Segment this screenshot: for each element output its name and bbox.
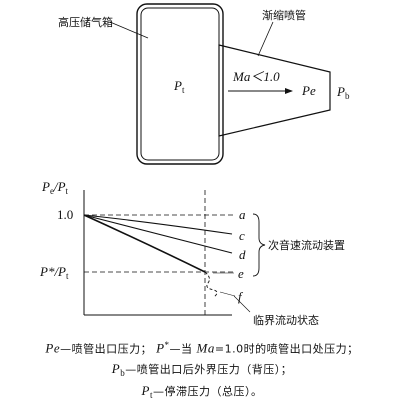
- caption-pb-definition: —喷管出口后外界压力（背压）；: [125, 363, 293, 376]
- caption-pb-subscript: b: [120, 368, 126, 379]
- back-pressure-label: Pb: [336, 84, 350, 101]
- exit-pressure-label: Pe: [301, 83, 316, 98]
- tank-outer-wall: [136, 3, 224, 165]
- pressure-ratio-graph: Pe/Pt 1.0 P*/Pt a c d e f 次音速流动装置 临界流动状态: [39, 179, 345, 327]
- converging-nozzle: [218, 44, 331, 137]
- curve-label-c: c: [239, 228, 245, 243]
- caption-pstar-superscript: *: [164, 340, 170, 350]
- curve-label-e: e: [238, 266, 244, 281]
- caption-line-2: Pb—喷管出口后外界压力（背压）；: [0, 361, 404, 378]
- curve-d: [83, 214, 233, 254]
- y-axis-label: Pe/Pt: [41, 179, 69, 196]
- curve-label-a: a: [239, 207, 246, 222]
- caption-pt-definition: —停滞压力（总压）。: [152, 385, 263, 398]
- subsonic-brace: [252, 213, 266, 277]
- tank-leader-line: [109, 21, 149, 39]
- stagnation-pressure-label: Pt: [173, 78, 185, 95]
- caption-pe-definition: —喷管出口压力；: [60, 342, 153, 356]
- f-leader-line: [219, 291, 236, 297]
- curve-f: [204, 271, 218, 298]
- curve-c: [83, 214, 233, 235]
- caption-pstar-symbol: P: [156, 340, 165, 356]
- critical-flow-label: 临界流动状态: [253, 313, 319, 327]
- apparatus: 高压储气箱 渐缩喷管 Pt Ma＜1.0 Pe Pb: [58, 3, 350, 165]
- caption-line-3: Pt—停滞压力（总压）。: [0, 383, 404, 400]
- nozzle-leader-line: [257, 21, 274, 57]
- caption-ma-rest: =1.0时的喷管出口处压力；: [214, 342, 359, 356]
- subsonic-label: 次音速流动装置: [268, 238, 345, 252]
- tick-label-critical: P*/Pt: [39, 264, 69, 281]
- caption-line-1: Pe—喷管出口压力； P*—当 Ma=1.0时的喷管出口处压力；: [0, 340, 404, 357]
- curve-e: [83, 214, 206, 273]
- tank-label: 高压储气箱: [58, 15, 113, 29]
- curve-label-d: d: [239, 247, 246, 262]
- critical-leader-line: [233, 295, 251, 313]
- tick-label-one: 1.0: [57, 207, 73, 222]
- caption-pe-symbol: Pe: [45, 340, 61, 356]
- nozzle-label: 渐缩喷管: [262, 8, 306, 22]
- mach-label: Ma＜1.0: [232, 69, 280, 84]
- caption-pt-symbol: P: [141, 383, 150, 398]
- caption-pstar-definition: —当: [169, 342, 193, 356]
- curve-label-f: f: [238, 289, 244, 304]
- caption-pb-symbol: P: [111, 361, 121, 376]
- caption-pt-subscript: t: [149, 390, 153, 401]
- caption-ma-symbol: Ma: [196, 340, 215, 356]
